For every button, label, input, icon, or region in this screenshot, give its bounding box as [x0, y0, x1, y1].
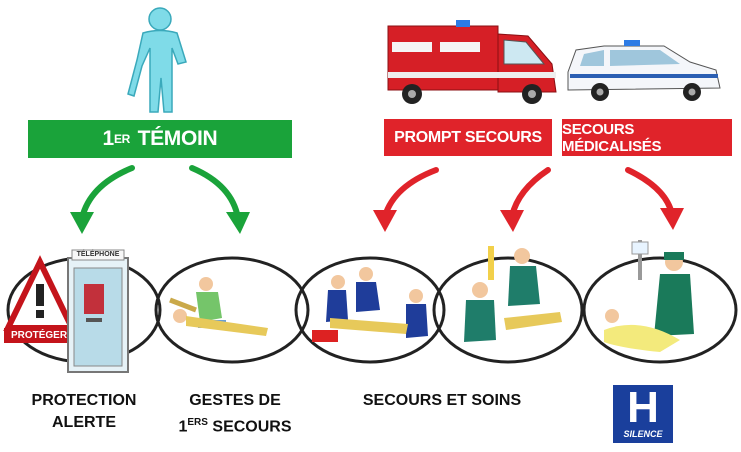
red-arrows — [382, 167, 675, 219]
caption-num: 1 — [178, 418, 188, 436]
green-arrows — [79, 165, 241, 221]
telephone-label: TÉLÉPHONE — [76, 251, 120, 258]
hospital-letter: H — [627, 383, 659, 432]
ambulance-car-icon — [567, 40, 721, 101]
caption-alerte: ALERTE — [52, 414, 116, 431]
hospital-silence-label: SILENCE — [623, 429, 663, 439]
caption-secours-et-soins: SECOURS ET SOINS — [362, 392, 522, 409]
first-aid-scene — [169, 277, 268, 336]
fire-truck-icon — [387, 20, 557, 104]
caption-secours-word: SECOURS — [212, 418, 292, 436]
hospital-care-scene — [604, 240, 694, 352]
phone-booth-icon — [67, 249, 129, 373]
caption-gestes: GESTES DE — [189, 392, 281, 409]
hospital-sign-icon: H SILENCE — [613, 385, 673, 443]
medical-team-scene — [464, 246, 562, 342]
warning-sign-icon — [3, 255, 77, 343]
caption-premiers-secours: 1ERS SECOURS — [168, 412, 302, 438]
caption-protection-alerte: PROTECTION ALERTE — [24, 390, 144, 434]
proteger-label: PROTÉGER — [10, 330, 68, 341]
first-witness-main: TÉMOIN — [137, 127, 218, 150]
secours-medicalises-banner: SECOURS MÉDICALISÉS — [562, 119, 732, 156]
caption-sup: ERS — [187, 417, 208, 428]
person-icon — [127, 7, 187, 113]
first-witness-sup: ER — [113, 132, 131, 146]
caption-gestes-secours: GESTES DE 1ERS SECOURS — [168, 390, 302, 438]
prompt-secours-banner: PROMPT SECOURS — [384, 119, 552, 156]
rescue-scene — [312, 267, 428, 342]
caption-protection: PROTECTION — [31, 392, 137, 409]
first-witness-num: 1 — [102, 127, 115, 150]
